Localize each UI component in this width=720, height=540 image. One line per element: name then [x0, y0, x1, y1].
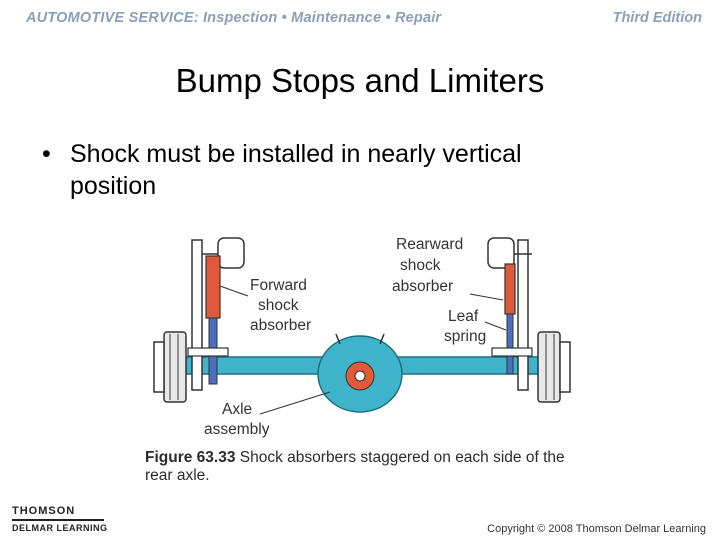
label-leaf-spring: spring — [444, 328, 486, 345]
publisher-logo: THOMSON DELMAR LEARNING — [12, 505, 112, 533]
rearward-shock-rod — [506, 313, 514, 375]
logo-line-2: DELMAR LEARNING — [12, 523, 108, 533]
label-axle-assembly: assembly — [204, 421, 270, 438]
label-rearward-shock: shock — [400, 257, 441, 274]
right-spring-clamp — [491, 347, 533, 357]
left-hub — [153, 341, 165, 393]
rearward-shock-body — [504, 263, 516, 315]
differential-bracket — [335, 333, 385, 345]
forward-shock-body — [205, 255, 221, 319]
right-hub — [559, 341, 571, 393]
bullet-marker: • — [42, 140, 51, 168]
left-frame-rail — [191, 239, 203, 391]
forward-shock-leader — [219, 285, 249, 297]
right-brake-drum — [537, 331, 561, 403]
figure-number: Figure 63.33 — [145, 449, 236, 466]
label-axle: Axle — [222, 401, 252, 418]
slide-title: Bump Stops and Limiters — [175, 62, 545, 99]
figure-caption: Figure 63.33 Shock absorbers staggered o… — [145, 449, 595, 485]
logo-rule — [12, 519, 104, 521]
label-rearward: Rearward — [396, 236, 463, 253]
left-frame-mount — [217, 237, 245, 269]
rearward-shock-leader — [469, 293, 504, 301]
label-forward: Forward — [250, 277, 307, 294]
left-brake-drum — [163, 331, 187, 403]
edition-label: Third Edition — [612, 10, 702, 26]
figure-caption-text: Shock absorbers staggered on each side o… — [145, 449, 565, 484]
label-leaf: Leaf — [448, 308, 479, 325]
bullet-text: Shock must be installed in nearly vertic… — [70, 140, 522, 200]
left-spring-clamp — [187, 347, 229, 357]
label-forward-shock: shock — [258, 297, 299, 314]
copyright-notice: Copyright © 2008 Thomson Delmar Learning — [487, 523, 706, 535]
bullet-point: • Shock must be installed in nearly vert… — [42, 138, 602, 202]
axle-assembly-leader — [259, 391, 331, 415]
logo-line-1: THOMSON — [12, 505, 76, 517]
leaf-spring-leader — [484, 321, 507, 331]
label-rearward-absorber: absorber — [392, 278, 453, 295]
differential-pinion — [354, 370, 366, 382]
label-forward-absorber: absorber — [250, 317, 311, 334]
right-frame-rail — [517, 239, 529, 391]
right-frame-mount — [487, 237, 515, 269]
course-title-header: AUTOMOTIVE SERVICE: Inspection • Mainten… — [26, 10, 442, 26]
shock-absorber-diagram: Forward shock absorber Rearward shock ab… — [153, 236, 571, 438]
